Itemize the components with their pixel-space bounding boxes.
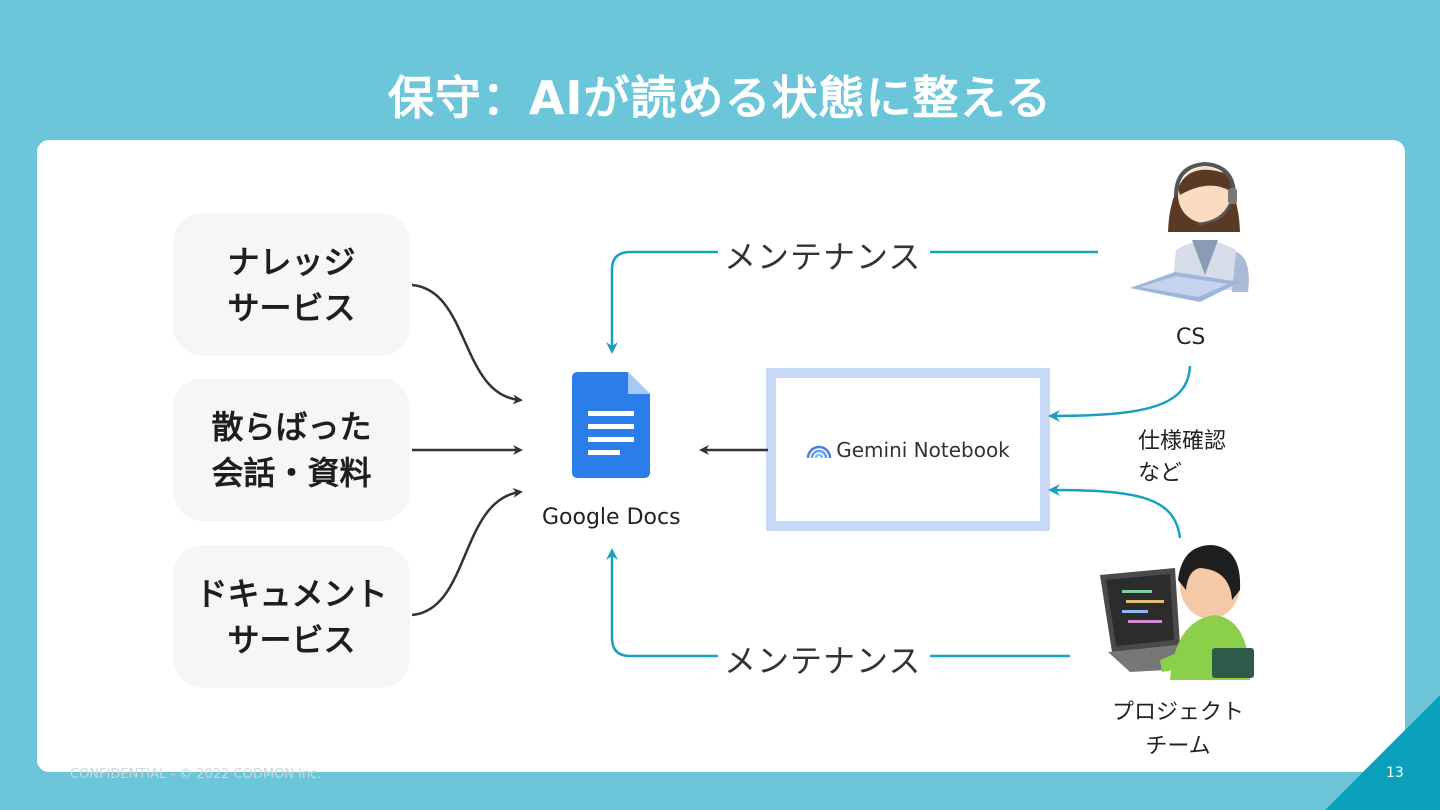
page-number: 13	[1386, 765, 1404, 781]
slide-title: 保守：AIが読める状態に整える	[387, 71, 1053, 125]
source-document-service: ドキュメント サービス	[173, 545, 410, 688]
project-team-label: プロジェクト チーム	[1108, 696, 1248, 764]
project-team-line1: プロジェクト	[1111, 700, 1244, 725]
source-knowledge-line2: サービス	[227, 288, 356, 327]
spec-check-label: 仕様確認 など	[1138, 426, 1226, 490]
spec-check-line2: など	[1138, 461, 1183, 486]
developer-illustration	[1100, 545, 1254, 680]
arrow-maintenance-top-head	[606, 250, 718, 354]
source-scattered-line2: 会話・資料	[211, 453, 372, 492]
source-knowledge-service: ナレッジ サービス	[173, 213, 410, 356]
corner-accent	[1325, 695, 1440, 810]
gemini-logo-icon	[806, 445, 832, 458]
arrow-team-to-gemini	[1048, 484, 1182, 539]
source-scattered-conversations: 散らばった 会話・資料	[173, 378, 410, 521]
arrow-maintenance-bottom-head	[606, 548, 718, 658]
confidential-footer: CONFIDENTIAL - © 2022 CODMON Inc.	[70, 767, 322, 782]
arrow-cs-to-gemini	[1048, 365, 1192, 422]
maintenance-top-label: メンテナンス	[724, 238, 922, 276]
project-team-line2: チーム	[1145, 734, 1211, 759]
spec-check-line1: 仕様確認	[1138, 429, 1227, 454]
maintenance-bottom-label: メンテナンス	[724, 642, 922, 680]
cs-operator-illustration	[1130, 161, 1249, 302]
gemini-notebook-label: Gemini Notebook	[836, 437, 1010, 462]
source-document-line1: ドキュメント	[195, 574, 388, 613]
gemini-notebook-box: Gemini Notebook	[766, 368, 1050, 531]
google-docs-icon	[572, 372, 650, 478]
google-docs-label: Google Docs	[542, 505, 681, 530]
arrow-knowledge-to-docs	[411, 283, 523, 405]
source-document-line2: サービス	[227, 620, 356, 659]
source-scattered-line1: 散らばった	[211, 407, 372, 446]
arrow-document-to-docs	[411, 487, 523, 617]
source-knowledge-line1: ナレッジ	[227, 242, 356, 281]
cs-label: CS	[1176, 325, 1206, 350]
